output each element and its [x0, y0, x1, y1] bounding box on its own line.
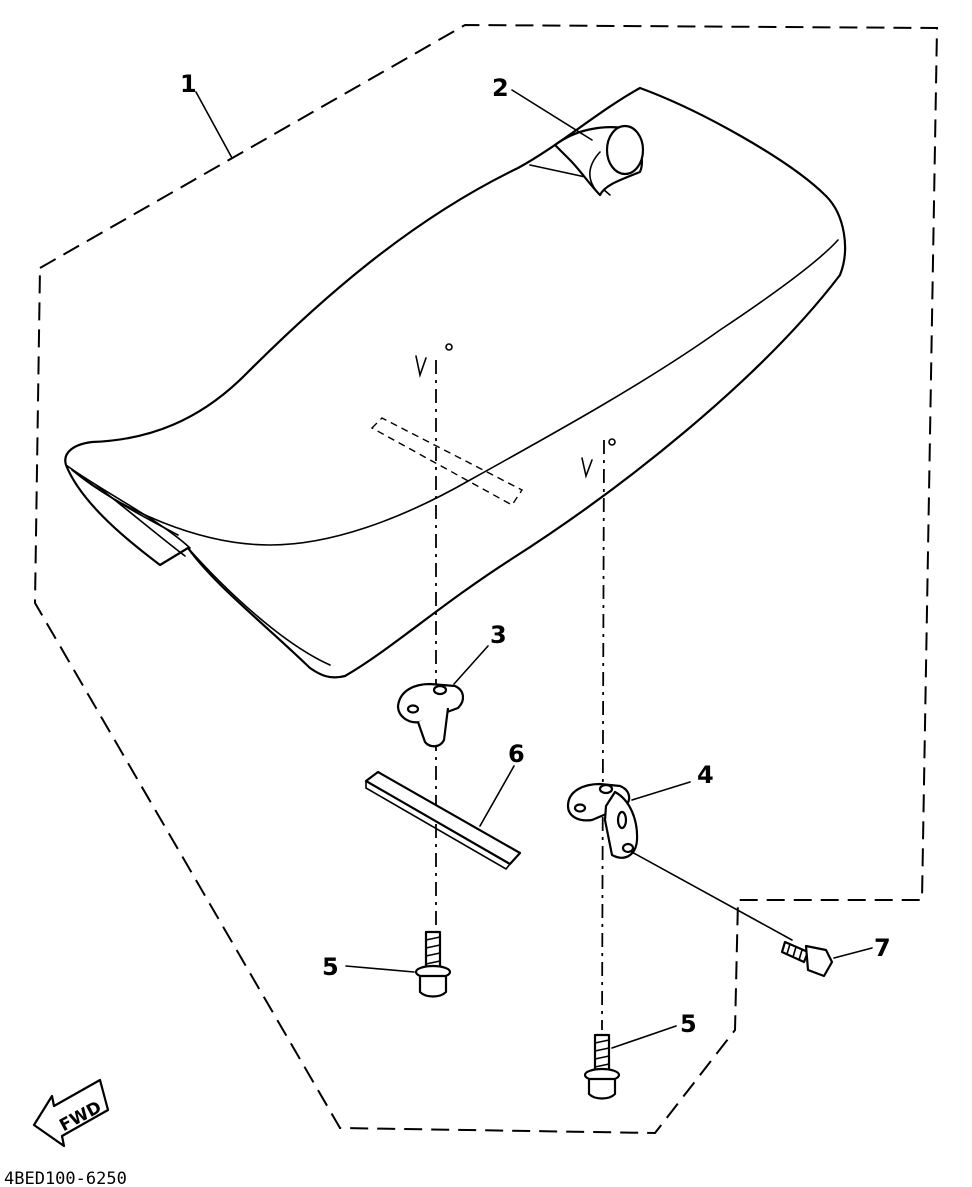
- bolt-part-5-left: [414, 930, 452, 998]
- figure-code: 4BED100-6250: [4, 1169, 127, 1187]
- callout-7: 7: [874, 934, 891, 962]
- callout-2: 2: [492, 74, 509, 102]
- callout-3: 3: [490, 621, 507, 649]
- strap-part-2: [553, 124, 645, 197]
- bracket-part-4: [566, 782, 639, 859]
- callout-5-left: 5: [322, 953, 339, 981]
- callout-4: 4: [697, 761, 714, 789]
- bracket-part-3: [396, 682, 465, 748]
- fwd-arrow-icon: FWD: [32, 1078, 110, 1148]
- callout-6: 6: [508, 740, 525, 768]
- callout-1: 1: [180, 70, 197, 98]
- seat-part-1: [64, 86, 847, 679]
- bolt-part-5-right: [583, 1033, 621, 1100]
- strip-part-6: [364, 770, 522, 871]
- bolt-part-7: [780, 940, 834, 978]
- callout-5-right: 5: [680, 1010, 697, 1038]
- assembly-boundary: [33, 23, 939, 1135]
